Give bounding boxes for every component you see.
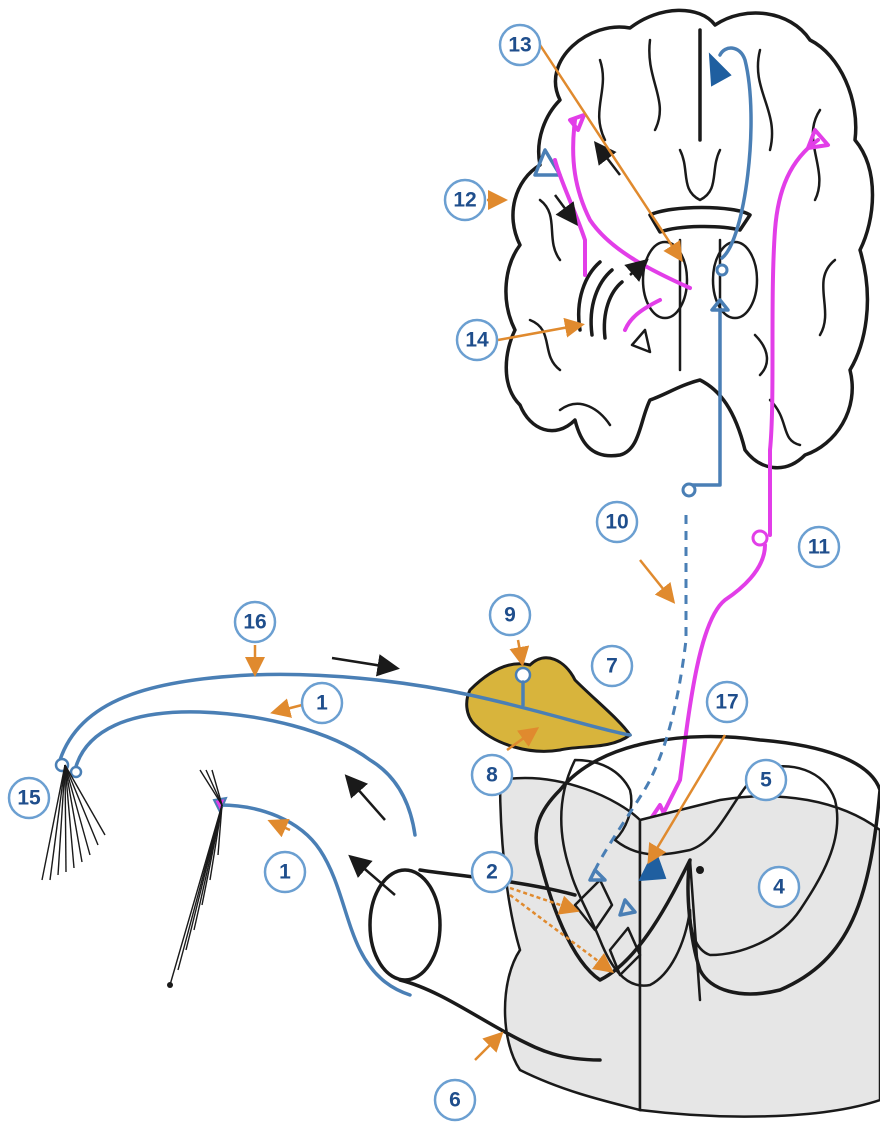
label-4: 4 — [759, 867, 799, 907]
label-1a: 1 — [302, 683, 342, 723]
label-5: 5 — [746, 760, 786, 800]
label-10: 10 — [597, 502, 637, 542]
label-11: 11 — [799, 527, 839, 567]
label-16: 16 — [235, 602, 275, 642]
label-15: 15 — [9, 778, 49, 818]
svg-text:8: 8 — [486, 764, 498, 787]
svg-text:6: 6 — [449, 1089, 461, 1112]
fiber-fan-left — [42, 765, 105, 880]
label-9: 9 — [490, 595, 530, 635]
svg-text:14: 14 — [465, 329, 489, 352]
label-6: 6 — [435, 1080, 475, 1120]
svg-text:1: 1 — [279, 861, 291, 884]
fiber-fan-right — [167, 770, 222, 988]
label-2: 2 — [472, 852, 512, 892]
svg-text:15: 15 — [17, 787, 41, 810]
svg-text:1: 1 — [316, 692, 328, 715]
label-7: 7 — [592, 646, 632, 686]
svg-text:12: 12 — [453, 189, 476, 212]
svg-text:9: 9 — [504, 604, 516, 627]
svg-text:11: 11 — [808, 536, 831, 559]
label-13: 13 — [500, 25, 540, 65]
svg-text:13: 13 — [508, 34, 531, 57]
label-8: 8 — [472, 755, 512, 795]
spinal-cord-section — [370, 737, 880, 1117]
label-14: 14 — [457, 320, 497, 360]
label-1b: 1 — [265, 852, 305, 892]
svg-text:4: 4 — [773, 876, 785, 899]
label-17: 17 — [707, 682, 747, 722]
label-12: 12 — [445, 180, 485, 220]
svg-text:2: 2 — [486, 861, 498, 884]
svg-text:7: 7 — [606, 655, 618, 678]
svg-text:17: 17 — [715, 691, 738, 714]
svg-text:5: 5 — [760, 769, 772, 792]
svg-text:16: 16 — [243, 611, 266, 634]
svg-text:10: 10 — [605, 511, 628, 534]
